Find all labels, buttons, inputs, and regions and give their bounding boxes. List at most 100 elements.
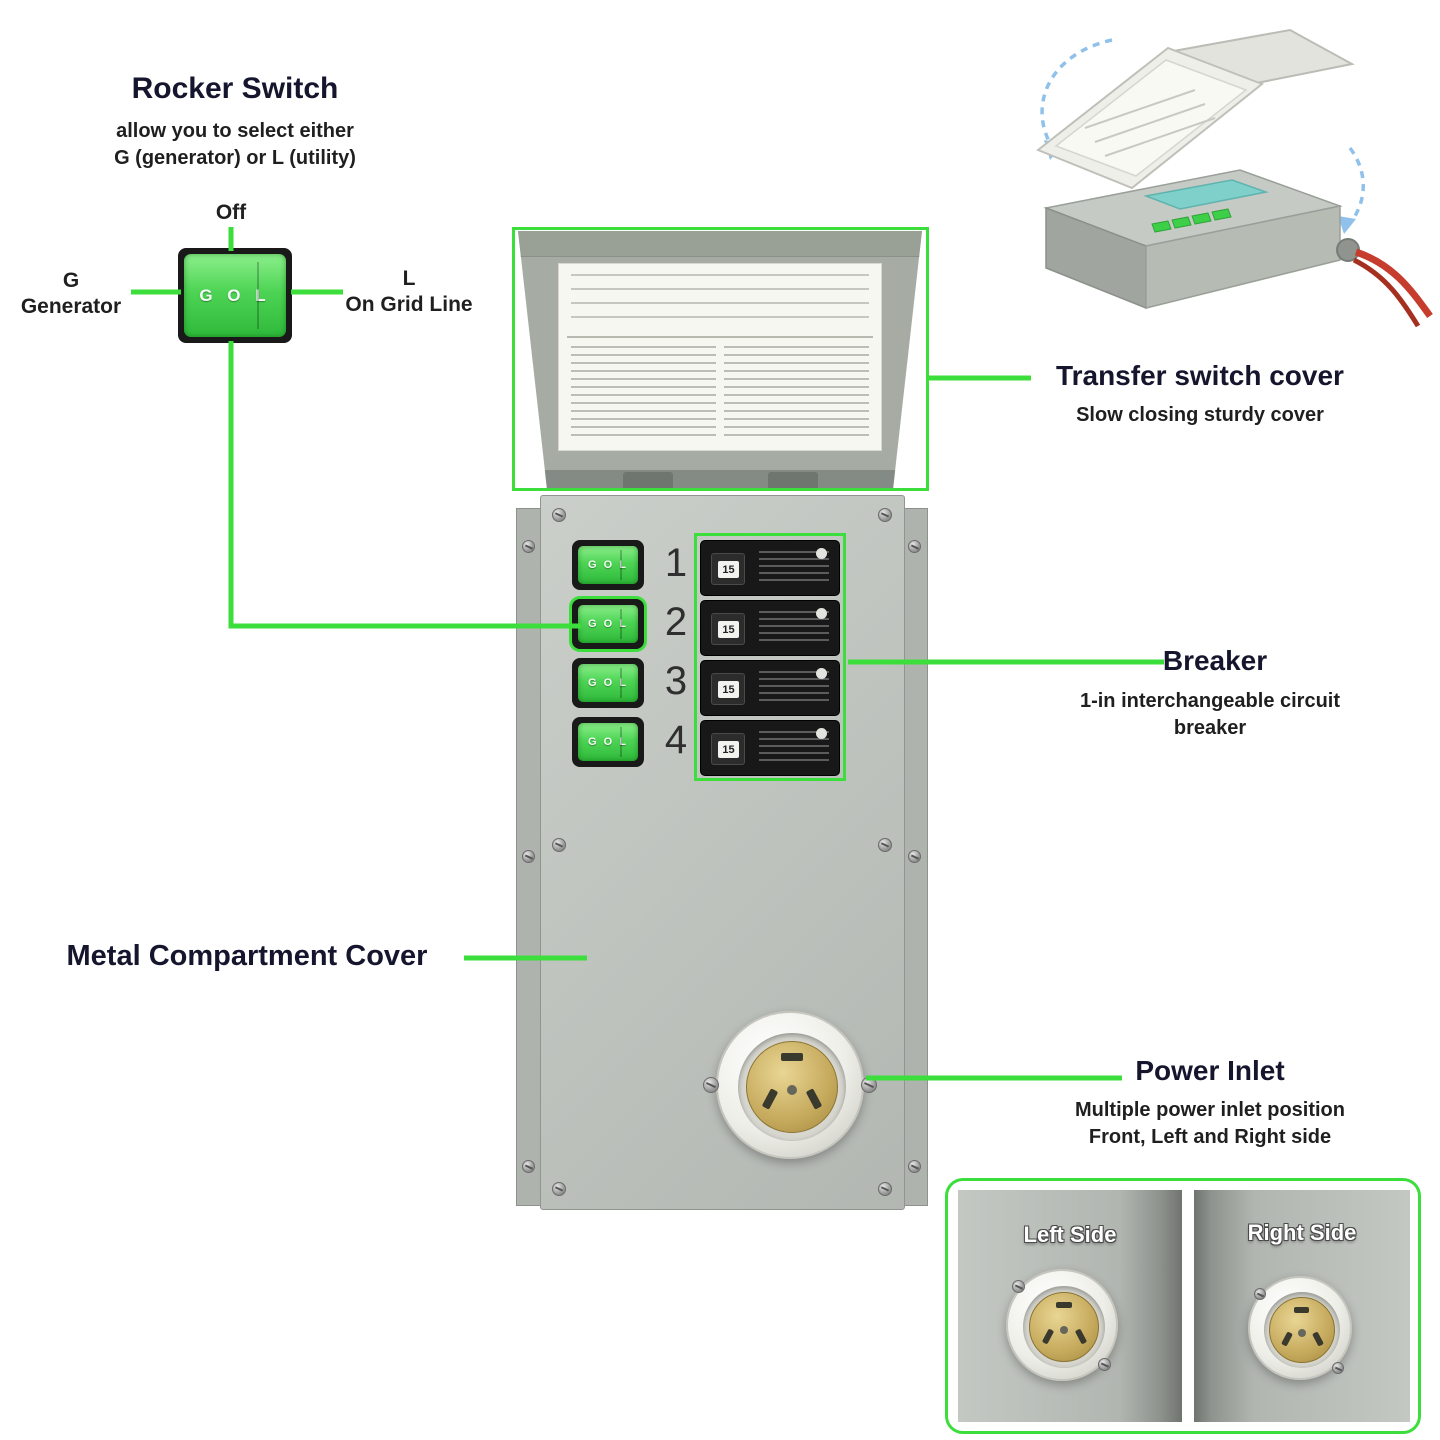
screw-icon	[908, 540, 921, 553]
grid-name: On Grid Line	[345, 293, 473, 317]
screw-icon	[908, 850, 921, 863]
breaker-subtitle-line2: breaker	[1173, 717, 1247, 739]
screw-icon	[522, 850, 535, 863]
breaker-toggle: 15	[711, 553, 745, 585]
box-switch-strip	[1151, 208, 1232, 233]
breaker-subtitle-line1: 1-in interchangeable circuit	[1079, 690, 1341, 712]
screw-icon	[1254, 1288, 1266, 1300]
power-inlet-subtitle-line1: Multiple power inlet position	[1075, 1099, 1345, 1121]
circuit-number-4: 4	[664, 718, 688, 762]
lid-document-lines	[1084, 89, 1216, 157]
transfer-cover-title: Transfer switch cover	[1056, 360, 1344, 391]
right-side-label: Right Side	[1247, 1220, 1357, 1245]
inlet-slot-top	[1056, 1302, 1072, 1308]
cover-motion-arrow-right	[1346, 146, 1365, 228]
power-inlet	[716, 1011, 864, 1159]
breaker-amp-label: 15	[718, 681, 739, 698]
spec-sheet-column-gap	[716, 344, 724, 442]
box-right-face	[1145, 205, 1341, 309]
inlet-slot-top	[1294, 1307, 1309, 1313]
cover-hinge-knuckle-right	[768, 472, 819, 488]
screw-icon	[1332, 1362, 1344, 1374]
cover-hinge-bar	[518, 470, 922, 490]
transfer-switch-3d-render	[1036, 28, 1433, 328]
unit-switch-face-3: G O L	[578, 664, 638, 702]
off-label: Off	[215, 201, 247, 224]
circuit-breaker-2: 15	[700, 600, 840, 656]
arrowhead-left-icon	[1044, 140, 1064, 160]
cover-hinge-knuckle-left	[623, 472, 674, 488]
open-lid-front	[1036, 46, 1264, 190]
breaker-amp-label: 15	[718, 561, 739, 578]
open-lid-back	[1165, 28, 1355, 90]
power-cable-dark	[1352, 257, 1421, 328]
screw-icon	[878, 1182, 892, 1196]
box-top-label	[1143, 179, 1269, 210]
power-inlet-title: Power Inlet	[1135, 1055, 1285, 1086]
transfer-switch-open-cover	[518, 231, 922, 490]
screw-icon	[552, 838, 566, 852]
circuit-number-3: 3	[664, 659, 688, 703]
compartment-title: Metal Compartment Cover	[66, 940, 428, 972]
breaker-cert-mark-icon	[816, 728, 827, 739]
generator-letter: G	[62, 269, 80, 292]
circuit-breaker-4: 15	[700, 720, 840, 776]
screw-icon	[878, 508, 892, 522]
breaker-toggle: 15	[711, 733, 745, 765]
circuit-breaker-1: 15	[700, 540, 840, 596]
power-inlet-subtitle-line2: Front, Left and Right side	[1088, 1126, 1332, 1148]
cover-spec-sheet	[558, 263, 882, 451]
breaker-subtitle: 1-in interchangeable circuit breaker	[1015, 688, 1405, 742]
inlet-slot-top	[781, 1053, 803, 1061]
box-front-face	[1045, 206, 1147, 310]
breaker-cert-mark-icon	[816, 608, 827, 619]
spec-sheet-header-lines	[571, 274, 869, 328]
cover-motion-arrow-left	[1040, 38, 1113, 151]
unit-rocker-switch-3: G O L	[572, 658, 644, 708]
breaker-cert-mark-icon	[816, 548, 827, 559]
rocker-desc-line1: allow you to select either	[116, 120, 354, 142]
left-side-label: Left Side	[1023, 1222, 1117, 1247]
screw-icon	[908, 1160, 921, 1173]
screw-icon	[522, 540, 535, 553]
conduit-fitting	[1336, 238, 1360, 262]
screw-icon	[552, 1182, 566, 1196]
inlet-center-screw	[1298, 1329, 1306, 1337]
screw-icon	[522, 1160, 535, 1173]
unit-switch-face-2: G O L	[578, 605, 638, 643]
unit-switch-face-4: G O L	[578, 723, 638, 761]
rocker-switch-description: allow you to select either G (generator)…	[55, 118, 415, 172]
unit-rocker-switch-4: G O L	[572, 717, 644, 767]
unit-rocker-switch-1: G O L	[572, 540, 644, 590]
lid-document	[1054, 59, 1248, 177]
box-top-face	[1043, 169, 1343, 247]
transfer-cover-subtitle: Slow closing sturdy cover	[1076, 404, 1324, 426]
generator-label: G Generator	[10, 268, 132, 321]
breaker-title: Breaker	[1162, 645, 1268, 676]
screw-icon	[861, 1077, 877, 1093]
screw-icon	[878, 838, 892, 852]
screw-icon	[1098, 1358, 1111, 1371]
breaker-toggle: 15	[711, 673, 745, 705]
unit-rocker-switch-2: G O L	[572, 599, 644, 649]
rocker-switch-title: Rocker Switch	[131, 72, 339, 105]
screw-icon	[1012, 1280, 1025, 1293]
cover-top-band	[518, 231, 922, 257]
circuit-breaker-3: 15	[700, 660, 840, 716]
rocker-switch-diagram: G O L	[178, 248, 292, 343]
screw-icon	[552, 508, 566, 522]
breaker-amp-label: 15	[718, 621, 739, 638]
generator-name: Generator	[20, 295, 122, 319]
power-cable-red	[1354, 248, 1433, 319]
breaker-amp-label: 15	[718, 741, 739, 758]
breaker-cert-mark-icon	[816, 668, 827, 679]
rocker-switch-face: G O L	[184, 254, 286, 337]
inlet-center-screw	[1060, 1326, 1068, 1334]
circuit-number-1: 1	[664, 541, 688, 585]
grid-line-label: L On Grid Line	[336, 266, 482, 319]
breaker-toggle: 15	[711, 613, 745, 645]
power-inlet-subtitle: Multiple power inlet position Front, Lef…	[1010, 1097, 1410, 1151]
arrowhead-right-icon	[1338, 216, 1356, 234]
circuit-number-2: 2	[664, 600, 688, 644]
